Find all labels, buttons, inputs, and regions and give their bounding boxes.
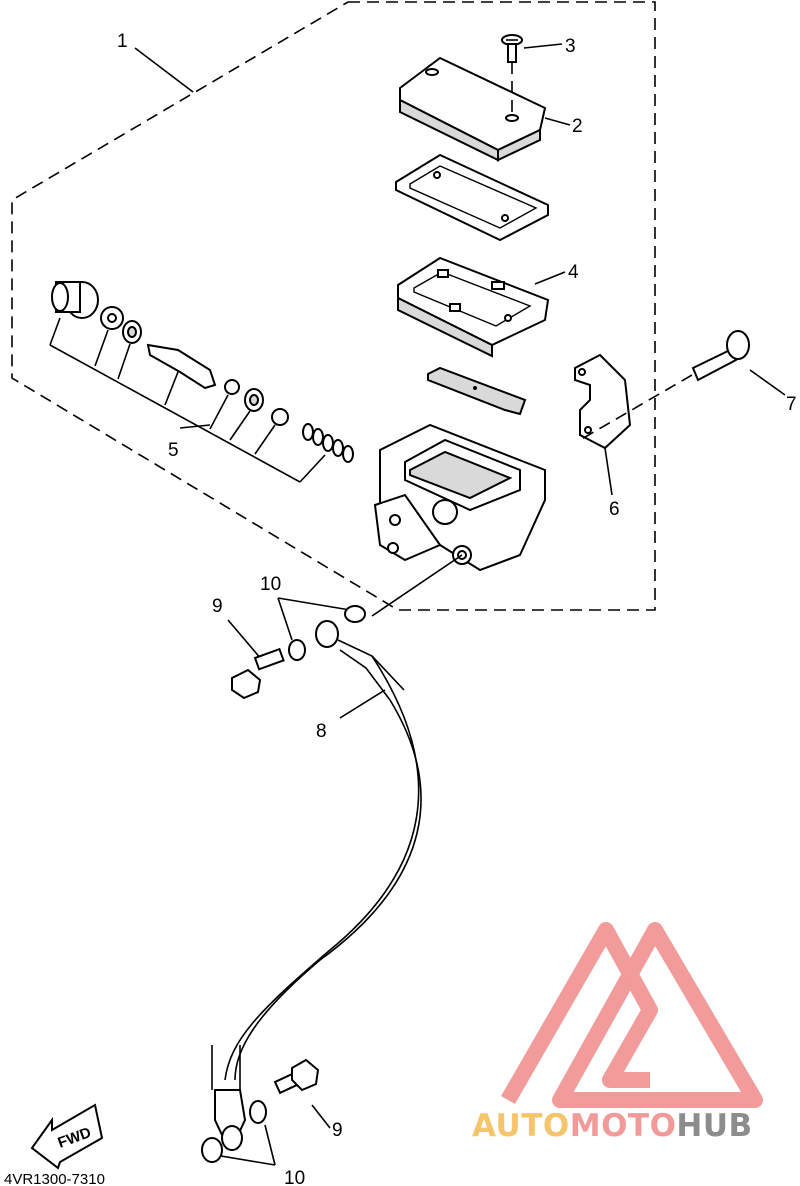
callout-7: 7: [786, 394, 797, 415]
diaphragm-holder: [397, 256, 550, 358]
copper-washer-upper-a: [288, 639, 306, 661]
lever-holder: [574, 353, 632, 450]
callout-3: 3: [565, 36, 576, 57]
callout-2: 2: [572, 116, 583, 137]
callout-5: 5: [168, 440, 179, 461]
master-cylinder-body: [371, 423, 546, 617]
callout-4: 4: [568, 262, 579, 283]
protector-plate: [427, 366, 527, 416]
brake-hose: [211, 620, 422, 1151]
union-bolt-upper: [231, 647, 285, 700]
diagram-code: 4VR1300-7310: [4, 1171, 105, 1186]
cap-screw: [501, 34, 523, 118]
holder-bolt: [579, 330, 750, 441]
leader-lines: [134, 43, 786, 1166]
copper-washer-lower-b: [201, 1137, 223, 1163]
piston-kit: [49, 281, 354, 483]
return-spring: [302, 423, 354, 463]
watermark-moto: MOTO: [570, 1108, 677, 1144]
callout-9-upper: 9: [212, 596, 223, 617]
watermark-auto: AUTO: [472, 1108, 570, 1144]
reservoir-cap: [399, 56, 547, 162]
callout-10-upper: 10: [260, 574, 281, 595]
watermark-text: AUTOMOTOHUB: [472, 1108, 753, 1144]
callout-10-lower: 10: [284, 1168, 305, 1186]
copper-washer-lower-a: [249, 1100, 267, 1124]
callout-9-lower: 9: [332, 1120, 343, 1141]
copper-washer-upper-b: [344, 605, 366, 623]
callout-6: 6: [609, 499, 620, 520]
diaphragm: [395, 153, 549, 242]
callout-1: 1: [117, 31, 128, 52]
watermark-logo: [501, 922, 763, 1108]
callout-8: 8: [316, 721, 327, 742]
fwd-arrow: FWD: [30, 1103, 104, 1170]
union-bolt-lower: [273, 1058, 320, 1095]
assembly-boundary: [11, 1, 656, 611]
watermark-hub: HUB: [676, 1108, 752, 1144]
